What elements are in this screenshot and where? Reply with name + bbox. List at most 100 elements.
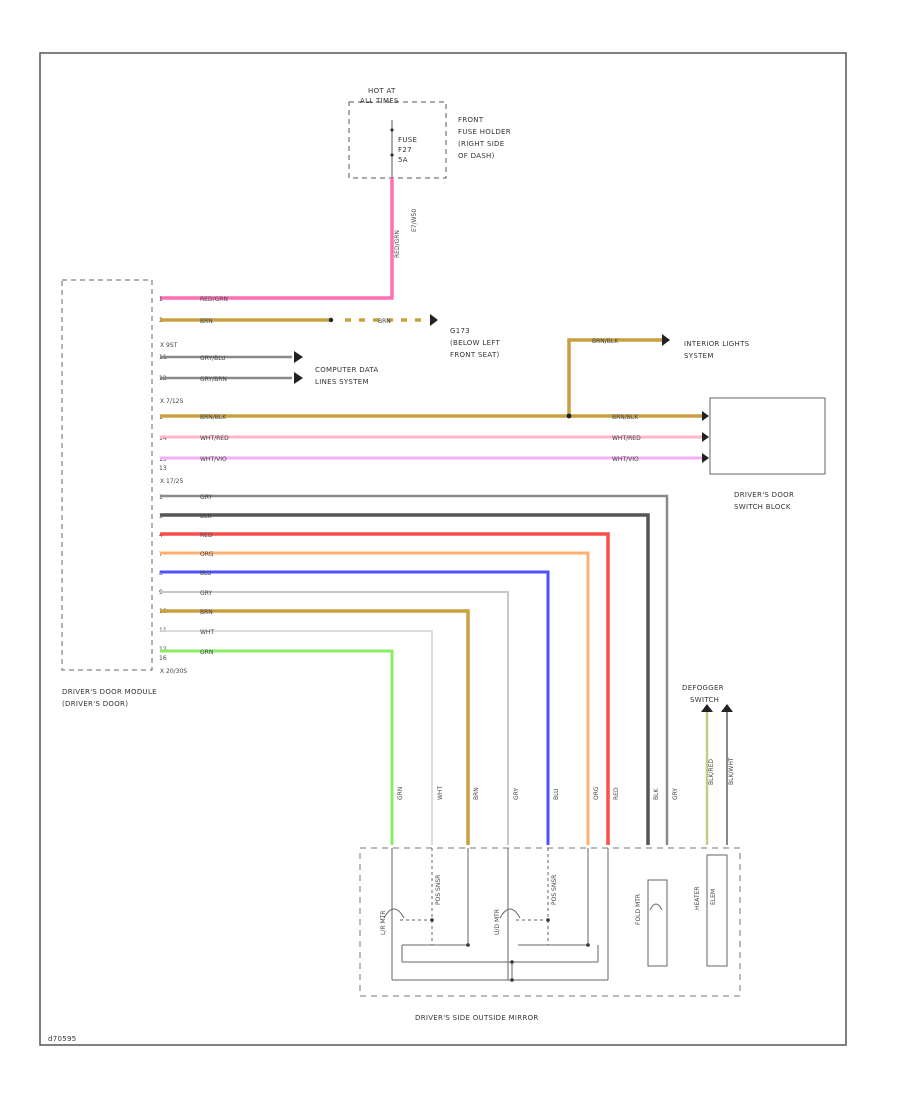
wire-label: GRY/BRN — [200, 376, 227, 383]
wire-label: BRN — [200, 609, 213, 616]
sensor-label: POS SNSR — [551, 875, 558, 905]
splice-node — [510, 978, 514, 982]
ground-wire-label: BRN — [378, 318, 391, 325]
motor-symbol-icon — [383, 908, 405, 919]
motor-label: L/R MTR — [380, 911, 387, 935]
interior-lights-line1: INTERIOR LIGHTS — [684, 340, 750, 348]
wire-label: BLK — [200, 513, 212, 520]
defog-wire-label: BLK/RED — [708, 759, 715, 785]
pin-number: 13 — [159, 465, 167, 472]
computer-data-line2: LINES SYSTEM — [315, 378, 369, 386]
fuse-text-3: 5A — [398, 156, 408, 164]
right-wire-label: BRN/BLK — [612, 414, 639, 421]
mirror-nodes — [430, 918, 590, 982]
fuse-holder-line3: (RIGHT SIDE — [458, 140, 504, 148]
mirror-internals — [383, 848, 728, 981]
fuse-text-1: FUSE — [398, 136, 417, 144]
computer-data-line1: COMPUTER DATA — [315, 366, 379, 374]
fuse-node-bottom — [390, 153, 394, 157]
defogger-switch-line2: SWITCH — [690, 696, 719, 704]
door-module-line2: (DRIVER'S DOOR) — [62, 700, 128, 708]
heater-label-2: ELEM — [710, 889, 717, 905]
ground-arrow — [430, 314, 438, 326]
defog-arrow-1 — [701, 704, 713, 712]
wire-label: WHT/VIO — [200, 456, 227, 463]
fuse-holder-box — [348, 101, 447, 179]
motor-symbol-icon — [499, 908, 521, 919]
wire-red — [160, 532, 610, 845]
drop-label: GRY — [672, 788, 679, 800]
heater-box — [706, 854, 728, 967]
interior-wire-label: BRN/BLK — [592, 338, 619, 345]
defogger-switch-line1: DEFOGGER — [682, 684, 724, 692]
connector-x17-25: X 17/25 — [160, 478, 183, 485]
right-wire-label: WHT/VIO — [612, 456, 639, 463]
pin-number: 1 — [159, 494, 163, 501]
wire-label: WHT/RED — [200, 435, 229, 442]
mirror-label: DRIVER'S SIDE OUTSIDE MIRROR — [415, 1014, 539, 1022]
ground-line3: FRONT SEAT) — [450, 351, 500, 359]
fuse-holder: HOT AT ALL TIMES FUSE F27 5A FRONT FUSE … — [348, 87, 511, 179]
drop-label: ORG — [593, 786, 600, 800]
interior-arrow — [662, 334, 670, 346]
drop-label: BLU — [553, 788, 560, 800]
wire-label: BRN/BLK — [200, 414, 227, 421]
wire-label: BRN — [200, 318, 213, 325]
splice-node — [510, 960, 514, 964]
splice-node — [566, 413, 572, 419]
data-arrow-2 — [294, 372, 303, 384]
drop-label: GRY — [513, 788, 520, 800]
door-module-box — [61, 279, 153, 671]
fold-motor-label: FOLD MTR — [635, 894, 642, 925]
switch-arrow-1 — [702, 411, 709, 421]
fuse-text-2: F27 — [398, 146, 412, 154]
wire-grn — [160, 649, 394, 845]
wire-blk — [160, 513, 650, 845]
drop-label: WHT — [437, 786, 444, 800]
fuse-holder-line4: OF DASH) — [458, 152, 495, 160]
hot-at-line1: HOT AT — [368, 87, 396, 95]
connector-x9st: X 9ST — [160, 342, 178, 349]
switch-arrow-3 — [702, 453, 709, 463]
splice-node — [430, 918, 434, 922]
drop-label: RED — [613, 787, 620, 800]
drop-label: BLK — [653, 788, 660, 800]
splice-node — [328, 317, 334, 323]
data-arrow-1 — [294, 351, 303, 363]
wire-label: WHT — [200, 629, 214, 636]
splice-node — [466, 943, 470, 947]
heater-label: HEATER — [694, 886, 701, 910]
switch-block-line1: DRIVER'S DOOR — [734, 491, 794, 499]
fuse-holder-line2: FUSE HOLDER — [458, 128, 511, 136]
fuse-conn-label: E7/W50 — [411, 209, 418, 232]
drop-label: GRN — [397, 787, 404, 800]
switch-block-box — [709, 397, 826, 475]
motor-label: U/D MTR — [494, 909, 501, 935]
hot-at-line2: ALL TIMES — [360, 97, 399, 105]
connector-x20-30s: X 20/30S — [160, 668, 187, 675]
ground-line1: G173 — [450, 327, 470, 335]
wire-org — [160, 551, 590, 845]
fuse-wire-label: RED/GRN — [394, 230, 401, 258]
wire-label: GRY — [200, 590, 212, 597]
defog-wire-label: BLK/WHT — [728, 757, 735, 785]
defog-arrow-2 — [721, 704, 733, 712]
interior-lights-line2: SYSTEM — [684, 352, 714, 360]
mirror-wires — [160, 494, 669, 845]
switch-block-line2: SWITCH BLOCK — [734, 503, 791, 511]
pin-number: 1 — [159, 296, 163, 303]
splice-node — [586, 943, 590, 947]
connector-x7-12s: X 7/12S — [160, 398, 183, 405]
wire-label: GRY/BLU — [200, 355, 226, 362]
mirror-wire-labels: GRY BLK RED ORG BLU GRY BRN WHT GRN — [200, 494, 214, 656]
ground-line2: (BELOW LEFT — [450, 339, 500, 347]
wire-label: RED/GRN — [200, 296, 228, 303]
sensor-label: POS SNSR — [435, 875, 442, 905]
fuse-node-top — [390, 128, 394, 132]
wire-interior-lights — [567, 338, 662, 416]
wire-gry-2 — [160, 591, 509, 845]
wire-red-grn — [160, 178, 394, 300]
fuse-holder-line1: FRONT — [458, 116, 484, 124]
wire-gry — [160, 494, 669, 845]
